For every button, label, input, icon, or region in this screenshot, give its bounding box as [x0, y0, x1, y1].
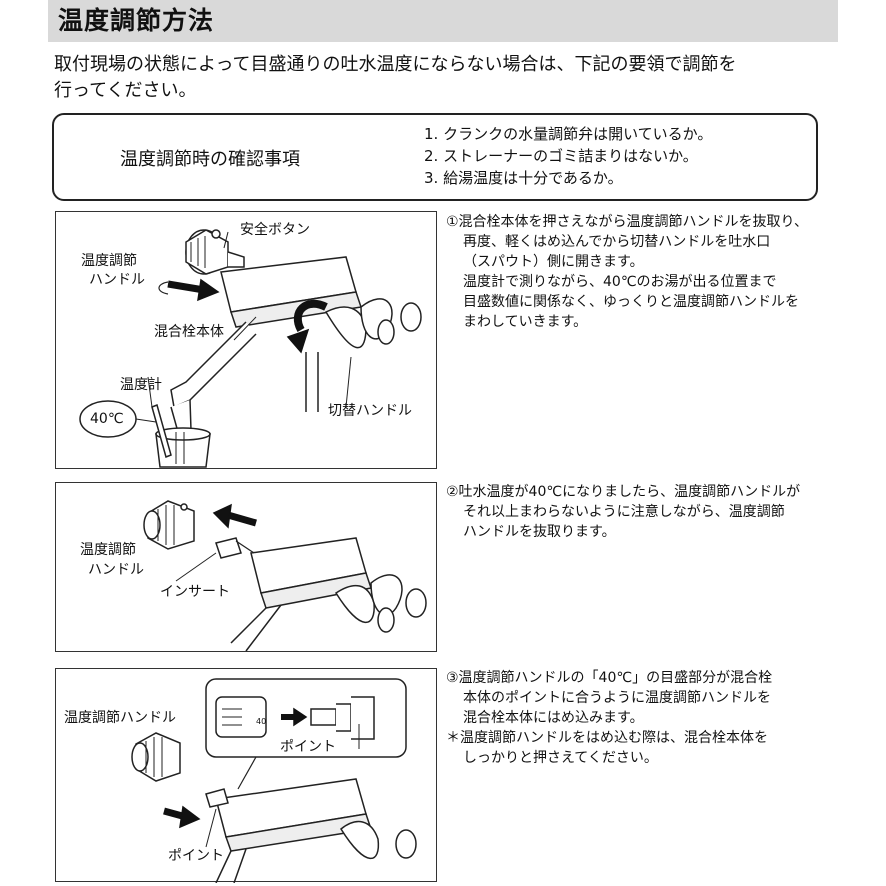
title-bar: 温度調節方法	[48, 0, 838, 42]
illustration-step1: 安全ボタン 温度調節 ハンドル 混合栓本体 温度計 40℃ 切替ハンドル	[55, 211, 437, 469]
detached-handle-shape	[143, 500, 195, 550]
step3-line: 混合栓本体にはめ込みます。	[463, 710, 644, 726]
label-switch-handle: 切替ハンドル	[328, 403, 412, 419]
check-item: 3. 給湯温度は十分であるか。	[424, 169, 623, 187]
step1-line: まわしていきます。	[463, 314, 588, 330]
label-thermometer: 温度計	[120, 377, 162, 393]
page-title: 温度調節方法	[58, 6, 215, 35]
label-scale-40: 40	[256, 717, 267, 726]
faucet-illustration-3	[131, 678, 417, 883]
step1-line: ①混合栓本体を押さえながら温度調節ハンドルを抜取り、	[446, 214, 808, 230]
step2-line: ②吐水温度が40℃になりましたら、温度調節ハンドルが	[446, 484, 801, 500]
step2-text: ②吐水温度が40℃になりましたら、温度調節ハンドルが それ以上まわらないように注…	[446, 482, 831, 542]
check-box: 温度調節時の確認事項 1. クランクの水量調節弁は開いているか。 2. ストレー…	[52, 113, 818, 201]
step1-line: 目盛数値に関係なく、ゆっくりと温度調節ハンドルを	[463, 294, 799, 310]
label-point-inset: ポイント	[280, 739, 336, 755]
illustration-step3: 温度調節ハンドル 40 ポイント ポイント	[55, 668, 437, 883]
illustration-step2: 温度調節 ハンドル インサート	[55, 482, 437, 652]
step3-note: ＊温度調節ハンドルをはめ込む際は、混合栓本体を	[446, 730, 768, 746]
label-insert: インサート	[160, 584, 230, 600]
faucet-illustration-1	[79, 229, 422, 468]
label-temp-bubble: 40℃	[90, 411, 124, 427]
step2-line: それ以上まわらないように注意しながら、温度調節	[463, 504, 785, 520]
step3-line: ③温度調節ハンドルの「40℃」の目盛部分が混合栓	[446, 670, 773, 686]
label-temp-handle-2: ハンドル	[89, 272, 145, 288]
check-item: 1. クランクの水量調節弁は開いているか。	[424, 125, 713, 143]
step1-line: （スパウト）側に開きます。	[463, 254, 644, 270]
check-list: 1. クランクの水量調節弁は開いているか。 2. ストレーナーのゴミ詰まりはない…	[424, 123, 712, 189]
temperature-handle-shape	[185, 229, 245, 275]
handle-shape-3	[131, 732, 181, 782]
step3-line: 本体のポイントに合うように温度調節ハンドルを	[463, 690, 771, 706]
step1-line: 温度計で測りながら、40℃のお湯が出る位置まで	[463, 274, 777, 290]
label-temp-handle-1: 温度調節	[81, 253, 137, 269]
label-temp-handle: 温度調節ハンドル	[64, 710, 176, 726]
check-item: 2. ストレーナーのゴミ詰まりはないか。	[424, 147, 698, 165]
step3-note: しっかりと押さえてください。	[463, 750, 658, 766]
step3-text: ③温度調節ハンドルの「40℃」の目盛部分が混合栓 本体のポイントに合うように温度…	[446, 668, 831, 768]
intro-line: 行ってください。	[54, 80, 197, 101]
check-title: 温度調節時の確認事項	[120, 149, 300, 170]
label-point: ポイント	[168, 848, 224, 864]
intro-line: 取付現場の状態によって目盛通りの吐水温度にならない場合は、下記の要領で調節を	[54, 54, 737, 75]
intro-text: 取付現場の状態によって目盛通りの吐水温度にならない場合は、下記の要領で調節を 行…	[54, 52, 834, 104]
faucet-illustration-2	[143, 500, 427, 652]
label-safety-button: 安全ボタン	[240, 222, 310, 238]
label-temp-handle-1: 温度調節	[80, 542, 136, 558]
label-mixer-body: 混合栓本体	[154, 324, 224, 340]
step1-line: 再度、軽くはめ込んでから切替ハンドルを吐水口	[463, 234, 771, 250]
step1-text: ①混合栓本体を押さえながら温度調節ハンドルを抜取り、 再度、軽くはめ込んでから切…	[446, 212, 831, 332]
step2-line: ハンドルを抜取ります。	[463, 524, 616, 540]
label-temp-handle-2: ハンドル	[88, 562, 144, 578]
